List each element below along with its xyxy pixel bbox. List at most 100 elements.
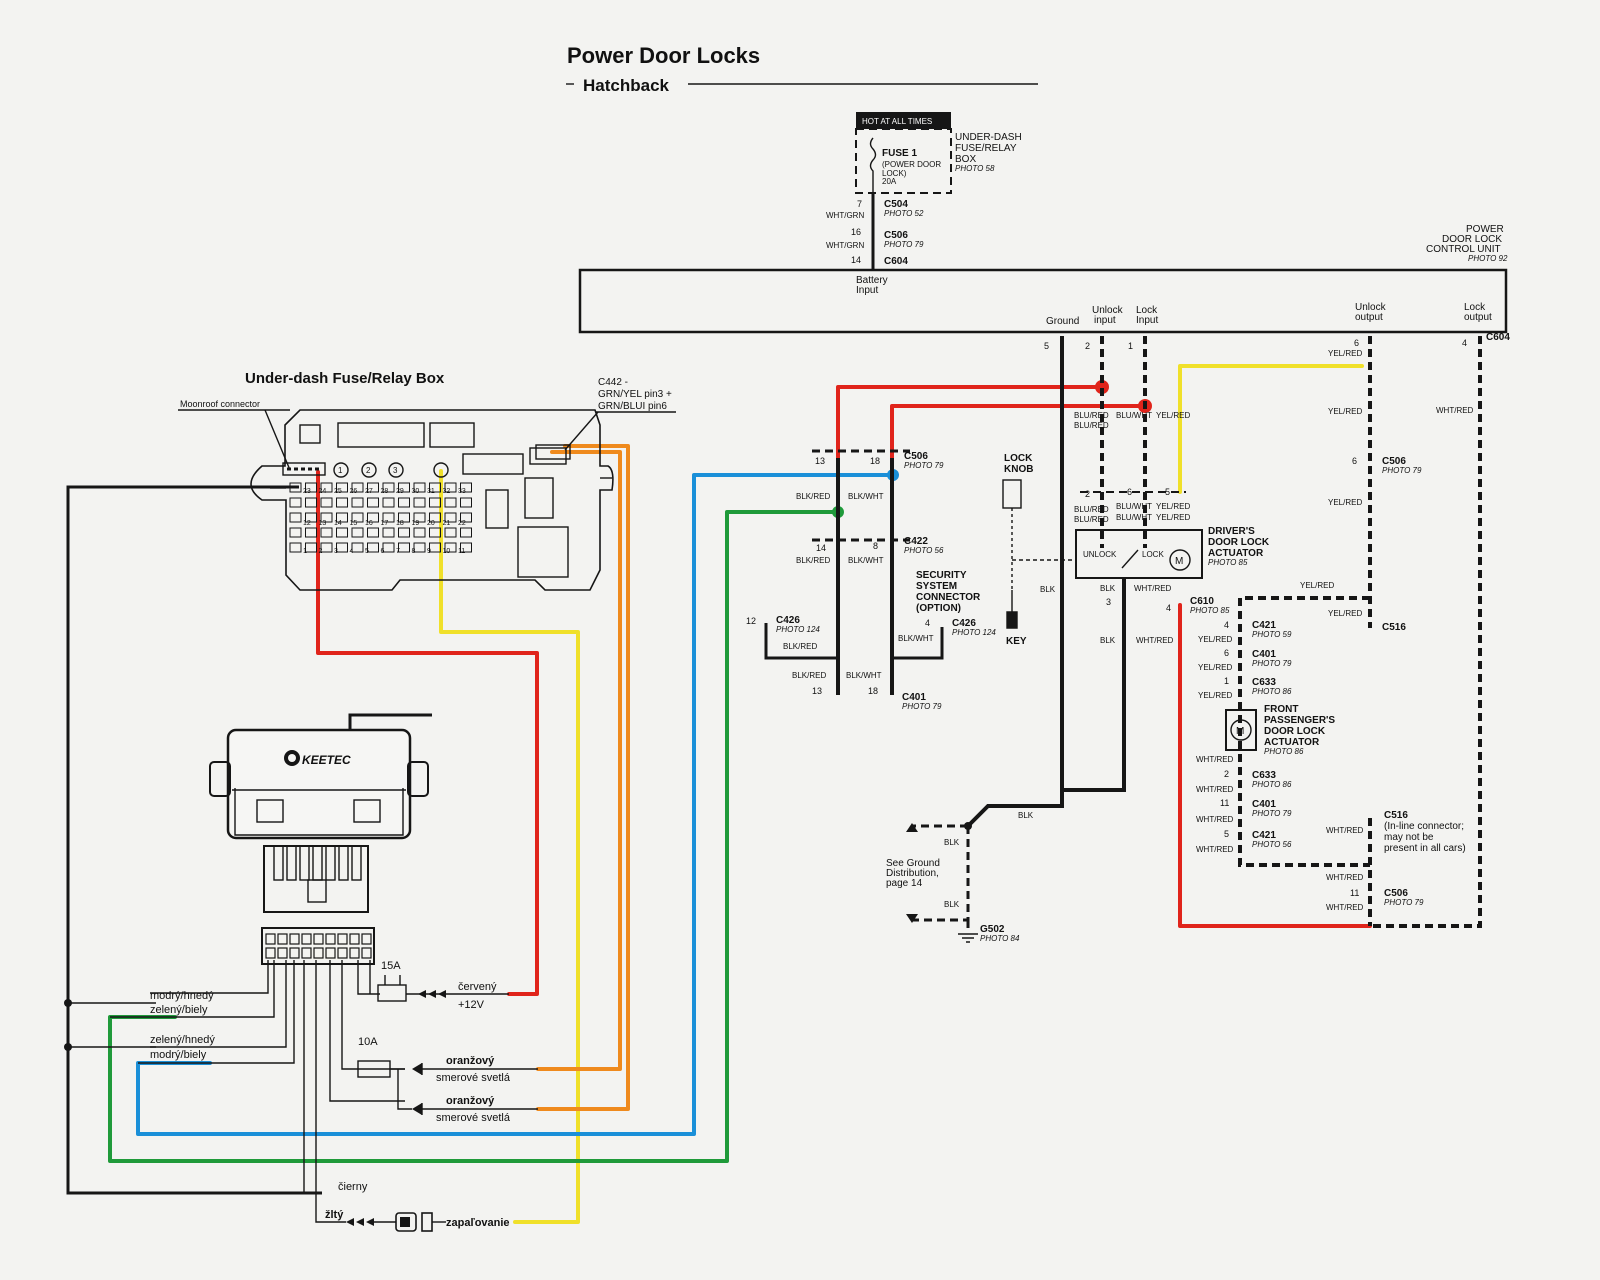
svg-text:C516: C516 — [1382, 622, 1406, 633]
svg-text:BLK/WHT: BLK/WHT — [848, 556, 884, 565]
svg-text:DOOR LOCK: DOOR LOCK — [1442, 234, 1502, 245]
fuse-number: 4 — [350, 548, 354, 555]
svg-text:KEY: KEY — [1006, 636, 1027, 647]
fuse-slot — [444, 527, 457, 538]
svg-text:DRIVER'S: DRIVER'S — [1208, 526, 1255, 537]
connector-pins — [265, 933, 372, 959]
antenna — [348, 713, 432, 730]
svg-text:3: 3 — [1106, 597, 1111, 607]
fuse-number: 10 — [443, 548, 451, 555]
fuse-slot — [320, 527, 333, 538]
fuse-slot — [367, 512, 379, 523]
svg-text:SYSTEM: SYSTEM — [916, 581, 957, 592]
svg-text:4: 4 — [1166, 603, 1171, 613]
fuse-icon — [869, 137, 877, 210]
svg-text:C421: C421 — [1252, 830, 1276, 841]
fuse-slot — [305, 482, 317, 493]
fuse-slot — [305, 497, 317, 508]
plug-pin — [325, 845, 336, 881]
fuse-box-relay-long — [337, 422, 425, 448]
fuse-number: 3 — [334, 548, 338, 555]
lock-knob-icon — [1002, 479, 1022, 509]
fuse-number: 13 — [319, 520, 327, 527]
fuse-slot — [320, 542, 333, 553]
svg-text:YEL/RED: YEL/RED — [1328, 609, 1362, 618]
fuse-slot — [320, 482, 333, 493]
label-smerove-2: smerové svetlá — [436, 1112, 511, 1124]
moonroof-connector — [282, 462, 326, 476]
svg-text:BLK/RED: BLK/RED — [792, 671, 826, 680]
svg-text:C506: C506 — [1382, 456, 1406, 467]
svg-text:BLK/WHT: BLK/WHT — [846, 671, 882, 680]
svg-text:BLU/RED: BLU/RED — [1074, 505, 1109, 514]
svg-text:POWER: POWER — [1466, 224, 1504, 235]
relay-socket-icon — [433, 462, 449, 478]
relay-num: 3 — [393, 466, 398, 475]
svg-text:PHOTO 84: PHOTO 84 — [980, 934, 1020, 943]
svg-text:PHOTO 79: PHOTO 79 — [904, 461, 944, 470]
svg-text:present in all cars): present in all cars) — [1384, 843, 1466, 854]
svg-text:1: 1 — [1128, 341, 1133, 351]
fuse-slot — [367, 527, 379, 538]
svg-text:PHOTO 79: PHOTO 79 — [1252, 809, 1292, 818]
red-tap-unlock — [836, 385, 1104, 460]
fuse-slot — [429, 527, 441, 538]
svg-text:18: 18 — [868, 686, 878, 696]
fuse-number: 12 — [303, 520, 311, 527]
fuse-slot — [336, 542, 348, 553]
driver-motor-icon — [1169, 549, 1191, 571]
fuse-slot — [336, 497, 348, 508]
svg-text:ACTUATOR: ACTUATOR — [1264, 737, 1320, 748]
hot-at-all-times-tag — [856, 112, 951, 129]
svg-text:BLK/WHT: BLK/WHT — [848, 492, 884, 501]
svg-text:BLK: BLK — [1018, 811, 1034, 820]
svg-text:C504: C504 — [884, 199, 908, 210]
svg-text:BLK/RED: BLK/RED — [783, 642, 817, 651]
fuse-number: 8 — [412, 548, 416, 555]
svg-text:G502: G502 — [980, 924, 1005, 935]
svg-text:2: 2 — [1085, 341, 1090, 351]
svg-text:Unlock: Unlock — [1092, 305, 1124, 316]
svg-text:C401: C401 — [1252, 799, 1276, 810]
svg-text:BLU/WHT: BLU/WHT — [1116, 502, 1152, 511]
svg-text:M: M — [1236, 726, 1244, 737]
c442-connector — [535, 444, 571, 460]
connector-pin — [265, 947, 276, 959]
fuse-slot — [429, 542, 441, 553]
svg-text:PHOTO 86: PHOTO 86 — [1252, 780, 1292, 789]
keetec-module: KEETEC modrý/hnedý zelený/biely zelený/h… — [110, 713, 538, 1232]
fuse-number: 20 — [427, 520, 435, 527]
fuse-box-relay — [429, 422, 475, 448]
fuse-slot — [289, 497, 302, 508]
keetec-logo-icon: KEETEC — [284, 750, 351, 767]
connector-pin — [277, 933, 288, 945]
svg-text:UNLOCK: UNLOCK — [1083, 550, 1117, 559]
fuse-slot — [444, 512, 457, 523]
label-modry-hnedy: modrý/hnedý — [150, 990, 214, 1002]
svg-text:11: 11 — [1220, 798, 1229, 808]
svg-text:FRONT: FRONT — [1264, 704, 1298, 715]
svg-text:C401: C401 — [1252, 649, 1276, 660]
fuse-slot — [351, 542, 364, 553]
svg-text:WHT/RED: WHT/RED — [1134, 584, 1172, 593]
svg-text:M: M — [1175, 556, 1183, 567]
fuse-slot — [429, 482, 441, 493]
svg-text:input: input — [1094, 315, 1116, 326]
fuse-number: 28 — [381, 488, 389, 495]
svg-text:C401: C401 — [902, 692, 926, 703]
fuse-slot — [382, 527, 395, 538]
connector-pin — [301, 947, 312, 959]
fuse-slot — [398, 482, 410, 493]
svg-text:BLU/RED: BLU/RED — [1074, 421, 1109, 430]
yellow-wire — [439, 469, 580, 1224]
title-block: Power Door Locks Hatchback — [566, 43, 1038, 95]
svg-text:may not be: may not be — [1384, 832, 1434, 843]
svg-text:4: 4 — [1462, 338, 1467, 348]
svg-text:PASSENGER'S: PASSENGER'S — [1264, 715, 1335, 726]
svg-text:C426: C426 — [776, 615, 800, 626]
fuse-number: 2 — [319, 548, 323, 555]
fuse-15a-icon — [377, 984, 407, 1002]
connector-pin — [325, 947, 336, 959]
